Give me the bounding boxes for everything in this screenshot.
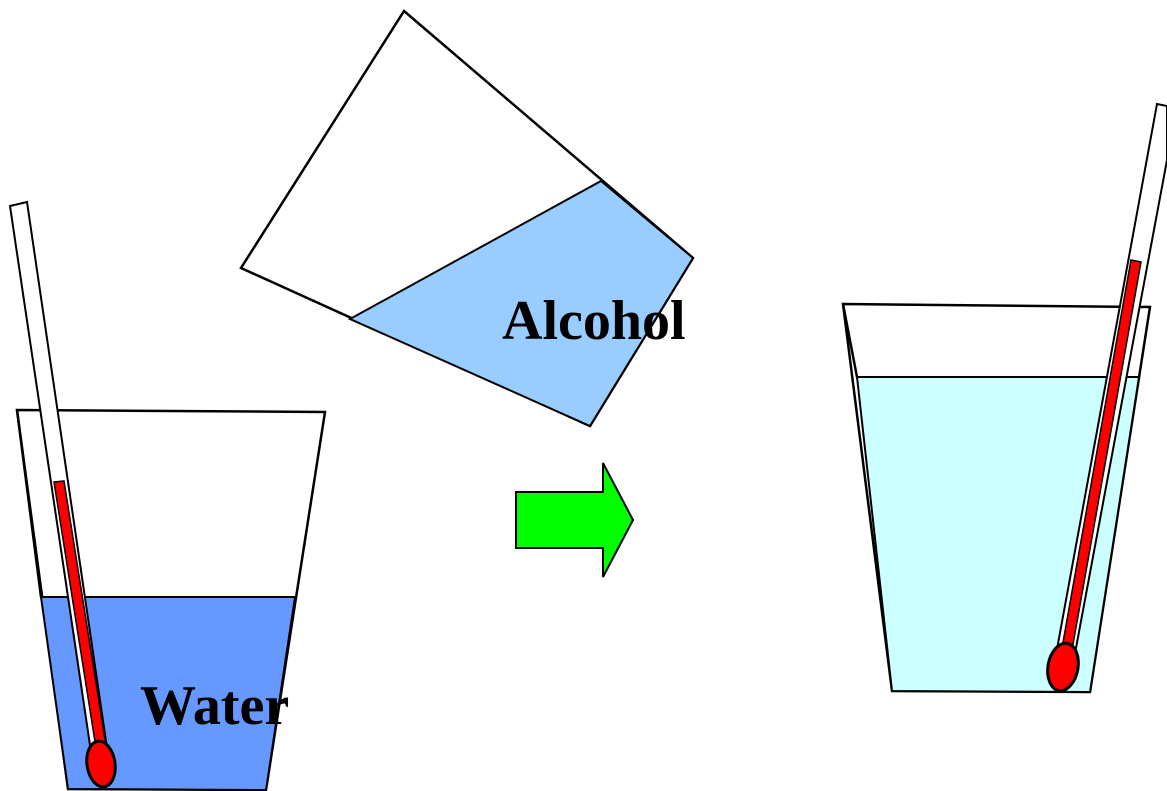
alcohol-liquid <box>347 179 695 428</box>
water-label: Water <box>140 675 289 737</box>
right-arrow-icon <box>515 462 635 578</box>
thermometer-icon <box>8 200 117 789</box>
thermometer-bulb <box>85 739 117 789</box>
alcohol-label: Alcohol <box>502 290 686 352</box>
thermometer-bulb <box>1046 641 1080 693</box>
alcohol-beaker <box>239 9 695 428</box>
thermometer-icon <box>1046 102 1167 693</box>
